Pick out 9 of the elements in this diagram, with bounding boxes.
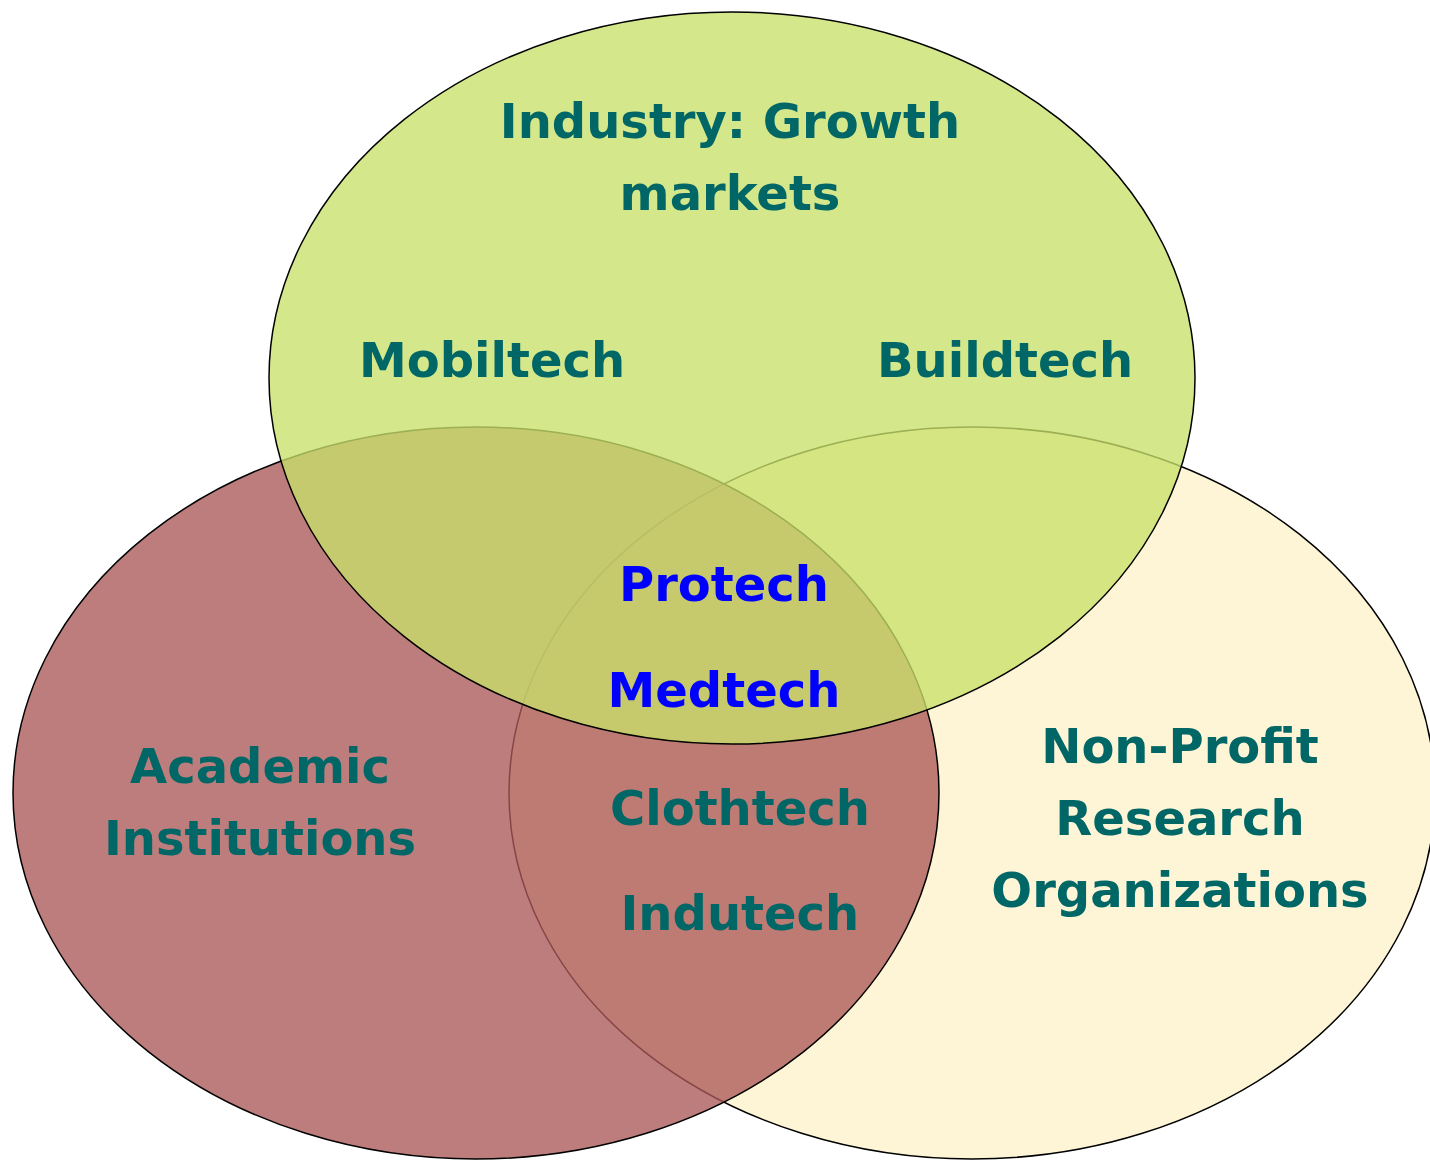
overlap-label: Mobiltech: [359, 332, 626, 388]
overlap-label: Clothtech: [610, 780, 870, 836]
overlap-label: Protech: [619, 556, 829, 612]
overlap-label: Indutech: [620, 885, 860, 941]
set-title: Non-Profit Research Organizations: [990, 717, 1370, 920]
set-title: Academic Institutions: [102, 737, 418, 868]
overlap-label: Medtech: [607, 662, 841, 718]
set-title: Industry: Growth markets: [498, 92, 962, 223]
overlap-label: Buildtech: [877, 332, 1134, 388]
